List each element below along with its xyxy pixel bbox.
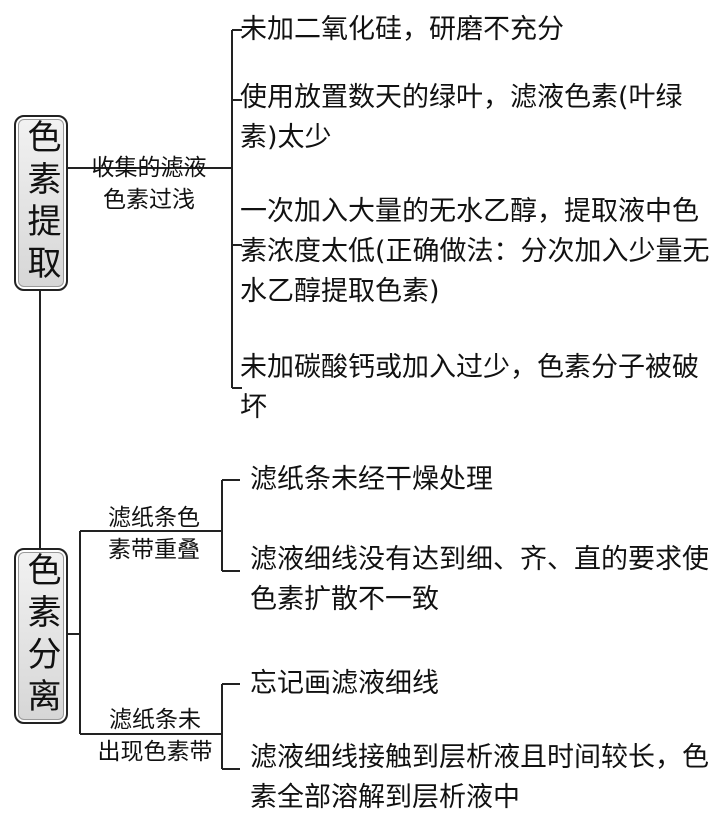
extract-box: 色素提取 (14, 115, 68, 291)
separate-group1-item-1: 滤纸条未经干燥处理 (250, 464, 493, 495)
separate-group1-label-line1: 滤纸条色 (108, 505, 200, 531)
separate-group2-item-2: 滤液细线接触到层析液且时间较长，色素全部溶解到层析液中 (250, 742, 709, 813)
extract-box-label: 色素提取 (21, 119, 61, 287)
separate-box: 色素分离 (14, 548, 68, 724)
separate-box-label: 色素分离 (21, 552, 61, 720)
separate-group1-label-line2: 素带重叠 (108, 537, 200, 563)
separate-group2-label-line1: 滤纸条未 (109, 707, 201, 733)
separate-group2-label: 滤纸条未 出现色素带 (80, 704, 230, 768)
extract-group-label-line1: 收集的滤液 (91, 155, 207, 181)
separate-group2-item-1: 忘记画滤液细线 (250, 668, 439, 699)
separate-group1-item-2: 滤液细线没有达到细、齐、直的要求使色素扩散不一致 (250, 544, 709, 615)
extract-group-label-line2: 色素过浅 (103, 187, 195, 213)
extract-item-2: 使用放置数天的绿叶，滤液色素(叶绿素)太少 (240, 82, 683, 153)
extract-item-3: 一次加入大量的无水乙醇，提取液中色素浓度太低(正确做法：分次加入少量无水乙醇提取… (240, 196, 710, 307)
separate-group1-label: 滤纸条色 素带重叠 (88, 502, 220, 566)
extract-item-1: 未加二氧化硅，研磨不充分 (240, 14, 564, 45)
extract-group-label: 收集的滤液 色素过浅 (74, 152, 224, 216)
extract-item-4: 未加碳酸钙或加入过少，色素分子被破坏 (240, 352, 699, 423)
separate-group2-label-line2: 出现色素带 (97, 739, 213, 765)
